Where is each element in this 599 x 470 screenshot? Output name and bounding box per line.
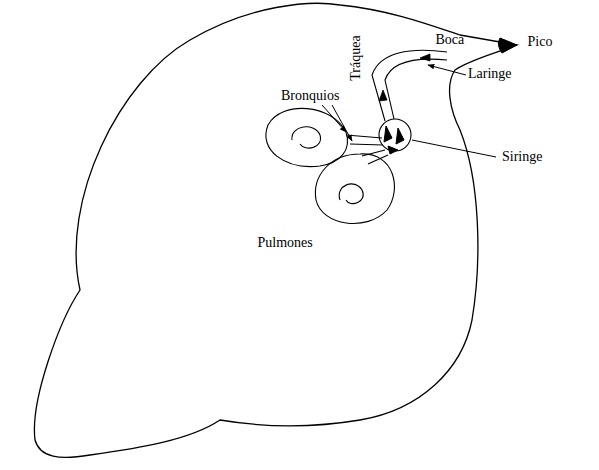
airflow-arrow [420,54,430,61]
bird-outline [34,3,517,457]
beak [498,38,517,53]
trachea-wall [385,59,447,119]
leader-line [428,65,466,75]
syrinx-membrane [388,146,398,154]
leader-line [332,105,352,141]
lung [315,154,394,224]
lung-fold [292,127,321,148]
trachea-wall [372,50,447,121]
syrinx-circle [379,119,411,151]
part-label: Pico [528,34,553,50]
part-label: Boca [436,32,465,48]
bronchus [350,144,383,145]
bronchus [346,135,382,138]
syrinx-membrane [384,126,392,142]
part-label: Tráquea [347,35,363,80]
part-label: Bronquios [281,88,339,104]
part-label: Laringe [468,66,512,82]
leader-line [412,140,496,157]
part-label: Pulmones [258,235,313,251]
airflow-arrow [379,90,387,101]
lung [266,108,348,166]
part-label: Siringe [502,149,542,165]
syrinx-membrane [396,128,404,144]
lung-fold [339,184,363,204]
